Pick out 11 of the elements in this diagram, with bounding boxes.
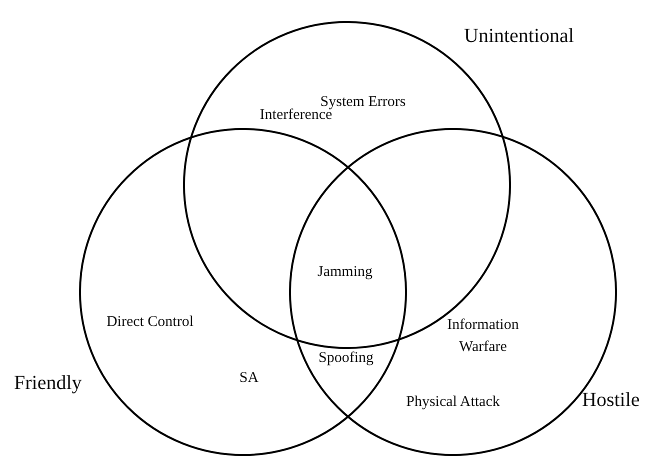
region-label: Jamming — [316, 263, 374, 282]
set-label: Unintentional — [464, 26, 574, 46]
region-label: Information Warfare — [446, 316, 520, 357]
region-label: Interference — [258, 107, 332, 125]
region-label: System Errors — [320, 93, 407, 110]
set-label: Friendly — [14, 373, 82, 393]
set-label: Hostile — [582, 390, 640, 410]
region-label: Direct Control — [105, 313, 195, 332]
region-label: SA — [238, 369, 260, 388]
region-label: Physical Attack — [405, 393, 501, 412]
region-label: Spoofing — [317, 349, 374, 368]
